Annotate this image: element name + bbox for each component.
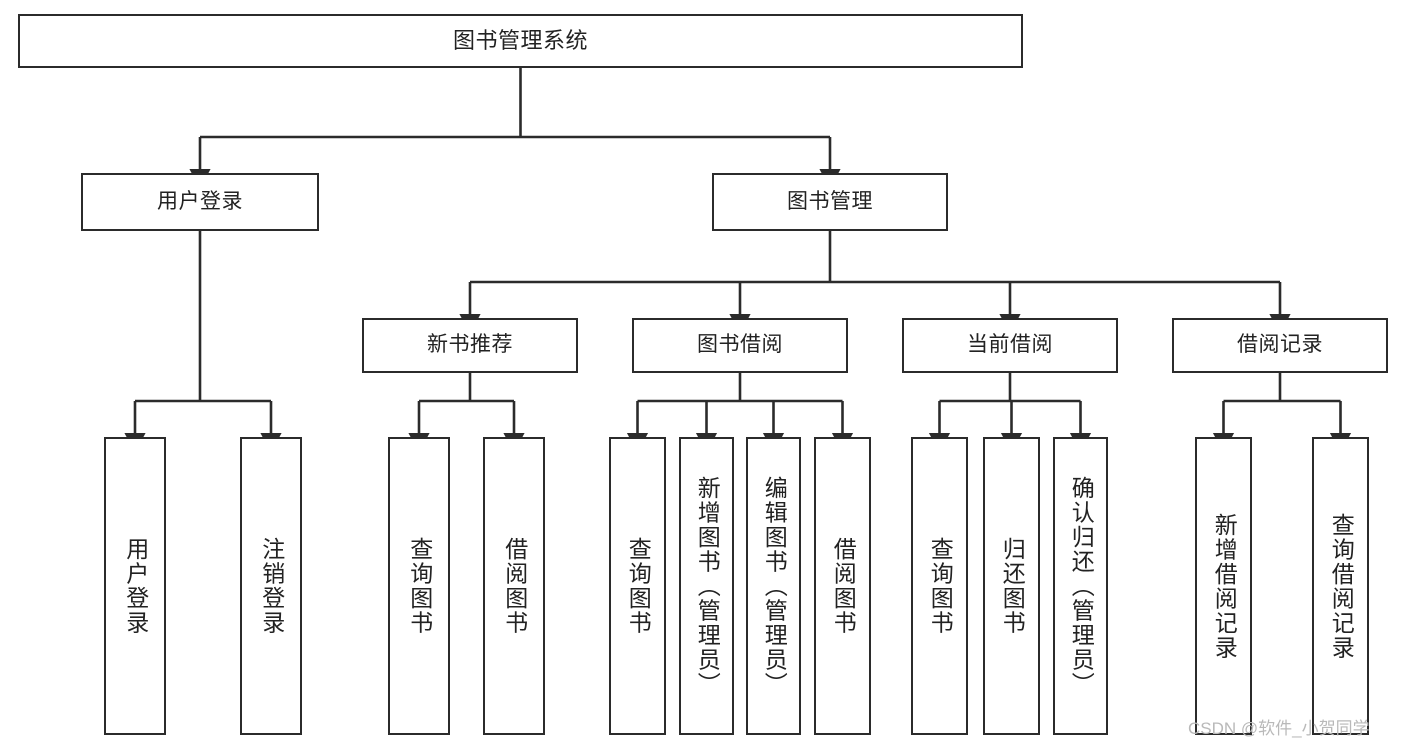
node-label-leaf_confirm_ret: 确认归还（管理员） <box>1068 475 1095 697</box>
node-leaf_confirm_ret[interactable]: 确认归还（管理员） <box>1053 437 1108 735</box>
node-book_borrow[interactable]: 图书借阅 <box>632 318 848 373</box>
node-leaf_add_record[interactable]: 新增借阅记录 <box>1195 437 1252 735</box>
node-label-leaf_borrow_book_2: 借阅图书 <box>830 537 857 635</box>
node-label-leaf_add_book: 新增图书（管理员） <box>694 475 721 697</box>
node-leaf_borrow_book_2[interactable]: 借阅图书 <box>814 437 871 735</box>
node-leaf_user_login[interactable]: 用户登录 <box>104 437 166 735</box>
node-leaf_query_book_1[interactable]: 查询图书 <box>388 437 450 735</box>
node-label-leaf_query_book_2: 查询图书 <box>625 537 652 635</box>
node-new_book_rec[interactable]: 新书推荐 <box>362 318 578 373</box>
node-label-new_book_rec: 新书推荐 <box>427 333 513 357</box>
node-label-borrow_record: 借阅记录 <box>1237 333 1323 357</box>
node-root[interactable]: 图书管理系统 <box>18 14 1023 68</box>
watermark: CSDN @软件_小贺同学 <box>1188 719 1370 738</box>
node-leaf_return_book[interactable]: 归还图书 <box>983 437 1040 735</box>
node-leaf_query_book_3[interactable]: 查询图书 <box>911 437 968 735</box>
node-label-leaf_query_record: 查询借阅记录 <box>1328 512 1355 660</box>
node-label-book_manage: 图书管理 <box>787 189 873 213</box>
node-label-leaf_borrow_book_1: 借阅图书 <box>501 537 528 635</box>
node-label-leaf_query_book_1: 查询图书 <box>406 537 433 635</box>
node-label-leaf_return_book: 归还图书 <box>999 537 1026 635</box>
node-book_manage[interactable]: 图书管理 <box>712 173 948 231</box>
node-current_borrow[interactable]: 当前借阅 <box>902 318 1118 373</box>
node-label-leaf_query_book_3: 查询图书 <box>927 537 954 635</box>
node-label-leaf_user_logout: 注销登录 <box>258 537 285 635</box>
node-leaf_query_book_2[interactable]: 查询图书 <box>609 437 666 735</box>
node-leaf_borrow_book_1[interactable]: 借阅图书 <box>483 437 545 735</box>
node-label-leaf_user_login: 用户登录 <box>122 537 149 635</box>
node-borrow_record[interactable]: 借阅记录 <box>1172 318 1388 373</box>
node-user_login[interactable]: 用户登录 <box>81 173 319 231</box>
node-leaf_add_book[interactable]: 新增图书（管理员） <box>679 437 734 735</box>
node-label-leaf_edit_book: 编辑图书（管理员） <box>761 475 788 697</box>
node-label-book_borrow: 图书借阅 <box>697 333 783 357</box>
node-label-root: 图书管理系统 <box>452 28 588 54</box>
node-leaf_query_record[interactable]: 查询借阅记录 <box>1312 437 1369 735</box>
node-label-user_login: 用户登录 <box>157 189 243 213</box>
node-label-current_borrow: 当前借阅 <box>967 333 1053 357</box>
node-leaf_user_logout[interactable]: 注销登录 <box>240 437 302 735</box>
node-leaf_edit_book[interactable]: 编辑图书（管理员） <box>746 437 801 735</box>
node-label-leaf_add_record: 新增借阅记录 <box>1211 512 1238 660</box>
